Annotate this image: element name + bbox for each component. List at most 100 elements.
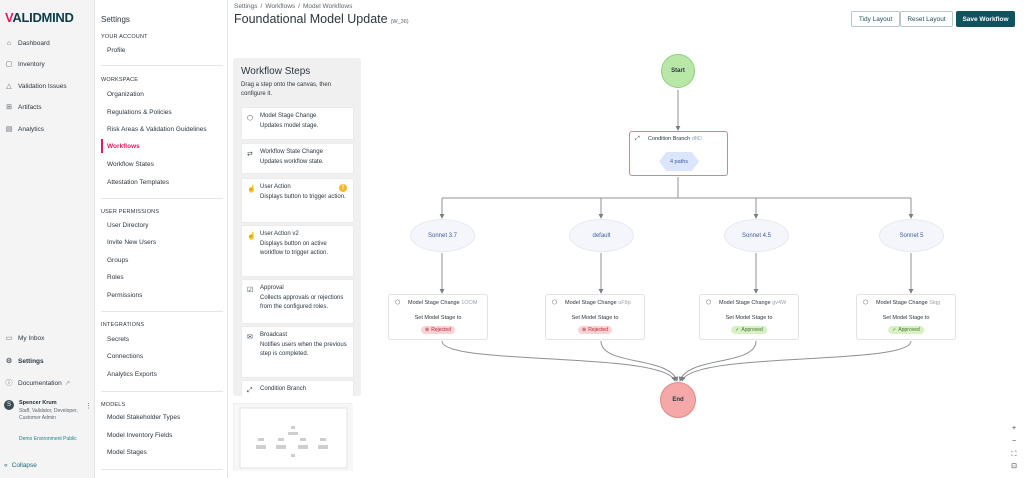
nav-validation-issues[interactable]: △Validation Issues: [4, 79, 90, 93]
cube-icon: ⬡: [247, 115, 254, 122]
branch-sonnet-3-7[interactable]: Sonnet 3.7: [410, 219, 475, 252]
settings-item-workflow-states[interactable]: Workflow States: [107, 160, 154, 168]
section-heading: YOUR ACCOUNT: [101, 34, 148, 40]
external-link-icon: ↗: [64, 380, 71, 387]
model-stage-change-node[interactable]: ⬡ Model Stage Change Slqg Set Model Stag…: [856, 294, 956, 340]
start-node[interactable]: Start: [661, 54, 695, 88]
save-workflow-button[interactable]: Save Workflow: [956, 11, 1015, 27]
workflow-code: (W_36): [390, 19, 409, 25]
end-node[interactable]: End: [660, 382, 696, 418]
zoom-in-icon[interactable]: +: [1011, 425, 1017, 432]
minimap[interactable]: [233, 403, 353, 471]
step-model-stage-change[interactable]: ⬡ Model Stage Change Updates model stage…: [241, 107, 354, 140]
settings-item-model-stakeholder-types[interactable]: Model Stakeholder Types: [107, 413, 181, 421]
branch-sonnet-4-5[interactable]: Sonnet 4.5: [724, 219, 789, 252]
home-icon: ⌂: [6, 39, 12, 47]
settings-item-user-directory[interactable]: User Directory: [107, 221, 149, 229]
condition-branch-node[interactable]: ⤢ Condition Branch dftD 4 paths: [629, 131, 728, 176]
minimap-drawing: [234, 404, 353, 471]
warning-icon: !: [339, 184, 347, 192]
settings-item-risk-areas[interactable]: Risk Areas & Validation Guidelines: [107, 125, 207, 133]
step-user-action-v2[interactable]: ☝ User Action v2 Displays button on acti…: [241, 225, 354, 277]
collapse-icon: «: [4, 462, 8, 469]
approve-icon: ✓: [892, 327, 897, 333]
thumb-icon: ☑: [247, 287, 254, 294]
step-broadcast[interactable]: ✉ Broadcast Notifies users when the prev…: [241, 326, 354, 378]
chart-icon: ▤: [5, 126, 13, 133]
reject-icon: ⊗: [582, 327, 587, 333]
nav-artifacts[interactable]: ⊞Artifacts: [4, 100, 90, 114]
model-stage-change-node[interactable]: ⬡ Model Stage Change 1OOM Set Model Stag…: [388, 294, 488, 340]
expand-icon: ⤢: [247, 387, 253, 394]
workflow-canvas[interactable]: Start ⤢ Condition Branch dftD 4 paths So…: [365, 36, 1024, 478]
step-condition-branch[interactable]: ⤢ Condition Branch: [241, 380, 354, 396]
nav-analytics[interactable]: ▤Analytics: [5, 125, 45, 134]
avatar: S: [4, 400, 14, 410]
settings-item-roles[interactable]: Roles: [107, 273, 124, 281]
breadcrumb-separator: /: [298, 3, 300, 10]
nav-dashboard[interactable]: ⌂Dashboard: [4, 36, 90, 50]
settings-item-attestation-templates[interactable]: Attestation Templates: [107, 178, 170, 186]
divider: [101, 391, 223, 392]
cube-icon: ⬡: [863, 300, 869, 306]
approve-icon: ✓: [735, 327, 740, 333]
breadcrumb-workflows[interactable]: Workflows: [265, 3, 296, 10]
settings-item-analytics-exports[interactable]: Analytics Exports: [107, 370, 157, 378]
branch-sonnet-5[interactable]: Sonnet 5: [879, 219, 944, 252]
paths-pill: 4 paths: [659, 152, 699, 171]
tidy-layout-button[interactable]: Tidy Layout: [851, 11, 900, 27]
cube-icon: ⬡: [706, 300, 712, 306]
inbox-icon: ▭: [5, 335, 13, 342]
settings-item-groups[interactable]: Groups: [107, 256, 129, 264]
reset-layout-button[interactable]: Reset Layout: [900, 11, 953, 27]
settings-item-connections[interactable]: Connections: [107, 352, 144, 360]
user-name: Spencer Krum: [19, 400, 57, 406]
warning-icon: △: [6, 83, 12, 90]
divider: [101, 198, 223, 199]
settings-item-profile[interactable]: Profile: [107, 46, 126, 54]
section-heading: USER PERMISSIONS: [101, 209, 160, 215]
validmind-logo[interactable]: VALIDMIND: [5, 10, 74, 25]
breadcrumb-model-workflows[interactable]: Model Workflows: [302, 3, 353, 10]
status-badge: ✓Approved: [731, 326, 767, 334]
nav-my-inbox[interactable]: ▭My Inbox: [5, 334, 45, 343]
lock-icon[interactable]: ⊡: [1011, 463, 1017, 470]
fit-view-icon[interactable]: ⛶: [1011, 451, 1017, 458]
left-navigation: VALIDMIND ⌂Dashboard ▢Inventory △Validat…: [0, 0, 95, 478]
collapse-button[interactable]: «Collapse: [4, 462, 37, 469]
user-roles: Staff, Validator, Developer, Customer Ad…: [19, 408, 78, 421]
status-badge: ⊗Rejected: [421, 326, 455, 334]
settings-item-workflows[interactable]: Workflows: [101, 139, 223, 153]
settings-item-permissions[interactable]: Permissions: [107, 291, 143, 299]
expand-icon: ⤢: [635, 136, 640, 142]
branch-default[interactable]: default: [569, 219, 634, 252]
steps-description: Drag a step onto the canvas, then config…: [241, 82, 332, 97]
broadcast-icon: ✉: [247, 334, 253, 341]
nav-settings[interactable]: ⚙Settings: [5, 357, 44, 366]
more-options-icon[interactable]: ⋮: [85, 403, 92, 410]
user-environment: Demo Environment Public: [19, 436, 77, 442]
settings-item-model-stages[interactable]: Model Stages: [107, 448, 147, 456]
settings-item-invite-new-users[interactable]: Invite New Users: [107, 238, 157, 246]
reject-icon: ⊗: [425, 327, 430, 333]
pointer-icon: ☝: [247, 233, 256, 240]
settings-item-regulations[interactable]: Regulations & Policies: [107, 108, 172, 116]
cube-icon: ⬡: [552, 300, 558, 306]
workflow-steps-panel: Workflow Steps Drag a step onto the canv…: [233, 58, 361, 396]
settings-item-secrets[interactable]: Secrets: [107, 335, 130, 343]
step-approval[interactable]: ☑ Approval Collects approvals or rejecti…: [241, 279, 354, 324]
model-stage-change-node[interactable]: ⬡ Model Stage Change uF8p Set Model Stag…: [545, 294, 645, 340]
model-stage-change-node[interactable]: ⬡ Model Stage Change gv4W Set Model Stag…: [699, 294, 799, 340]
zoom-out-icon[interactable]: −: [1011, 438, 1017, 445]
box-icon: ▢: [5, 61, 13, 68]
swap-icon: ⇄: [247, 151, 253, 158]
nav-inventory[interactable]: ▢Inventory: [5, 60, 45, 69]
step-workflow-state-change[interactable]: ⇄ Workflow State Change Updates workflow…: [241, 143, 354, 174]
divider: [101, 65, 223, 66]
settings-item-organization[interactable]: Organization: [107, 90, 144, 98]
breadcrumb-settings[interactable]: Settings: [234, 3, 258, 10]
settings-item-model-inventory-fields[interactable]: Model Inventory Fields: [107, 431, 173, 439]
condition-id: dftD: [691, 136, 702, 142]
step-user-action[interactable]: ☝ User Action Displays button to trigger…: [241, 178, 354, 223]
